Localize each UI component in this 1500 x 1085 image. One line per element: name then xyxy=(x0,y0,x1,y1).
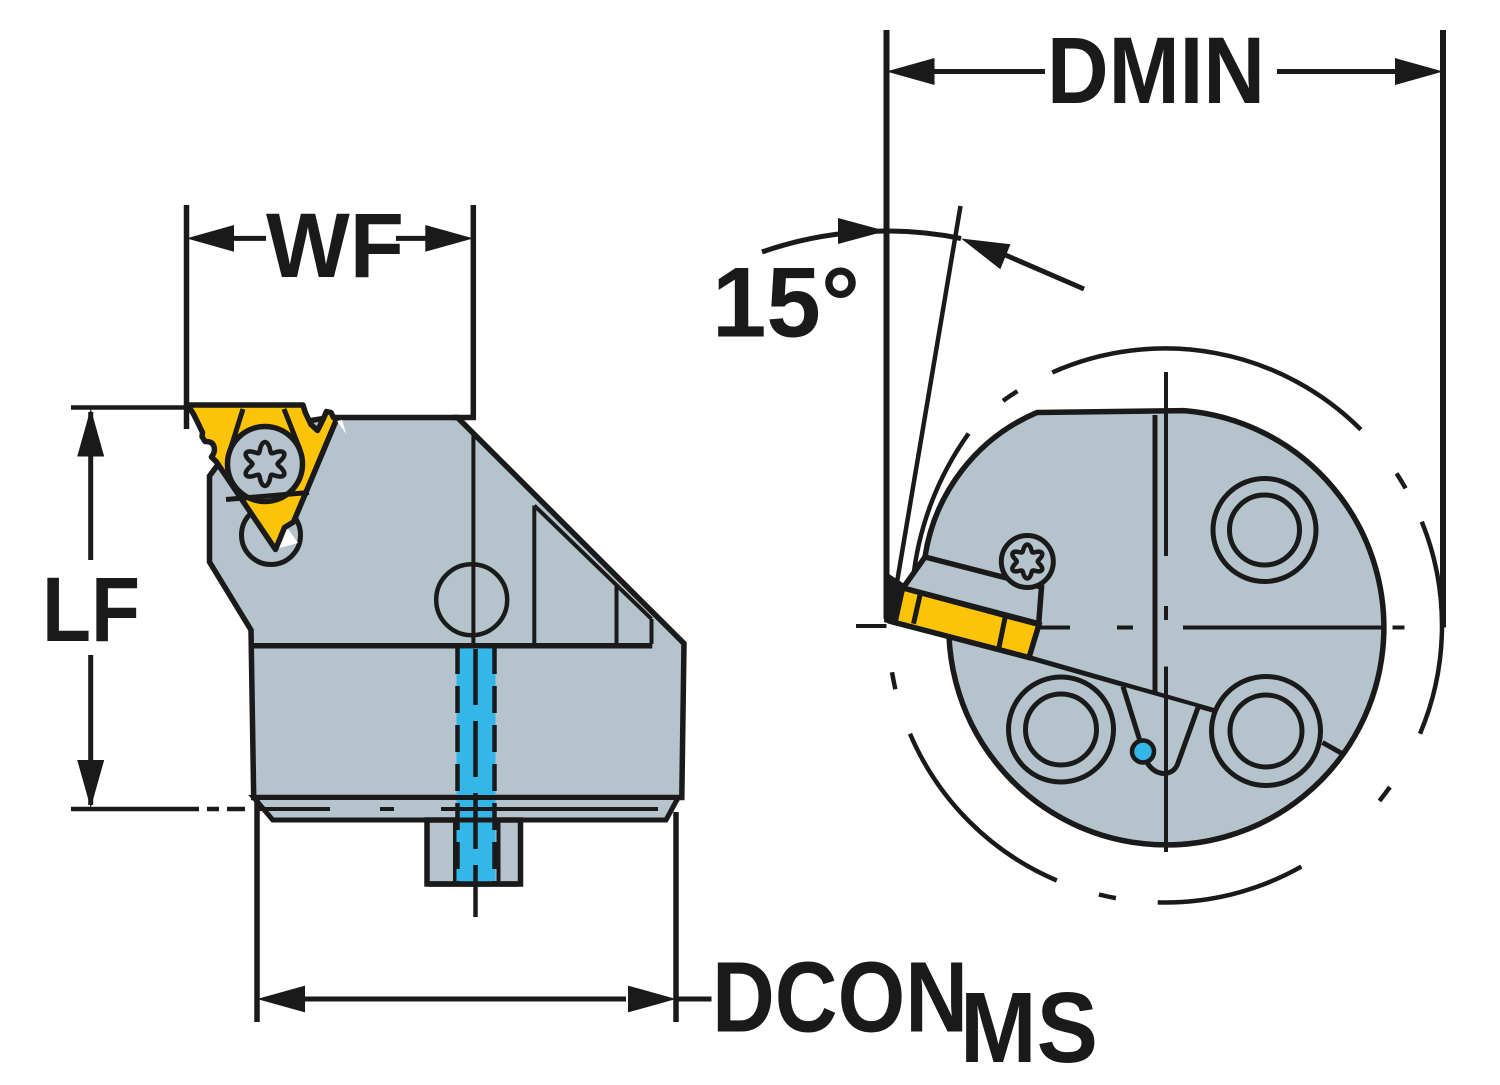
svg-text:MS: MS xyxy=(960,972,1098,1084)
svg-text:15°: 15° xyxy=(712,247,860,358)
svg-text:WF: WF xyxy=(266,195,404,297)
svg-text:DCON: DCON xyxy=(712,942,968,1054)
svg-text:LF: LF xyxy=(42,559,140,661)
svg-text:DMIN: DMIN xyxy=(1047,18,1265,124)
